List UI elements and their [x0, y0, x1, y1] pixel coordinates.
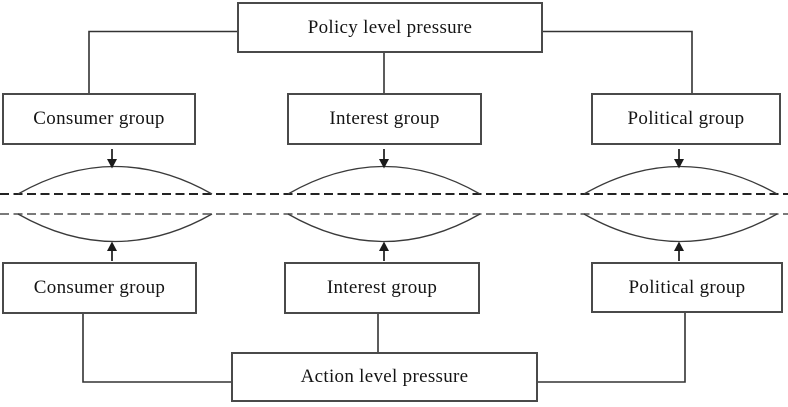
lens-consumer-lower-arc: [17, 213, 213, 243]
consumer-group-bottom-box: Consumer group: [2, 262, 197, 314]
up-arrow-interest-icon: [379, 241, 389, 251]
interest-group-top-label: Interest group: [329, 108, 440, 129]
action-level-pressure-label: Action level pressure: [300, 366, 469, 387]
consumer-group-top-label: Consumer group: [33, 108, 165, 129]
connector-policy-to-consumer-top: [88, 30, 237, 93]
policy-level-pressure-box: Policy level pressure: [237, 2, 543, 53]
up-arrow-political-icon: [674, 241, 684, 251]
consumer-group-bottom-label: Consumer group: [33, 277, 166, 298]
consumer-group-top-box: Consumer group: [2, 93, 196, 145]
lens-political-lower-arc: [583, 213, 778, 243]
lens-interest-lower-arc: [287, 213, 481, 243]
connector-policy-to-political-top: [543, 30, 693, 93]
down-arrow-interest-icon: [379, 159, 389, 169]
up-arrow-consumer-icon: [107, 241, 117, 251]
political-group-bottom-box: Political group: [591, 262, 783, 313]
political-group-bottom-label: Political group: [628, 276, 746, 298]
political-group-top-box: Political group: [591, 93, 781, 145]
lens-political-upper-arc: [583, 165, 778, 195]
down-arrow-consumer-icon: [107, 159, 117, 169]
interest-group-bottom-box: Interest group: [284, 262, 480, 314]
lens-consumer-upper-arc: [17, 165, 213, 195]
policy-level-pressure-label: Policy level pressure: [307, 16, 473, 38]
interest-group-top-box: Interest group: [287, 93, 482, 145]
lens-interest-upper-arc: [287, 165, 481, 195]
political-group-top-label: Political group: [627, 108, 745, 129]
action-level-pressure-box: Action level pressure: [231, 352, 538, 402]
connector-consumer-bottom-to-action: [82, 314, 231, 383]
interest-group-bottom-label: Interest group: [326, 277, 438, 298]
connector-political-bottom-to-action: [538, 313, 686, 383]
down-arrow-political-icon: [674, 159, 684, 169]
